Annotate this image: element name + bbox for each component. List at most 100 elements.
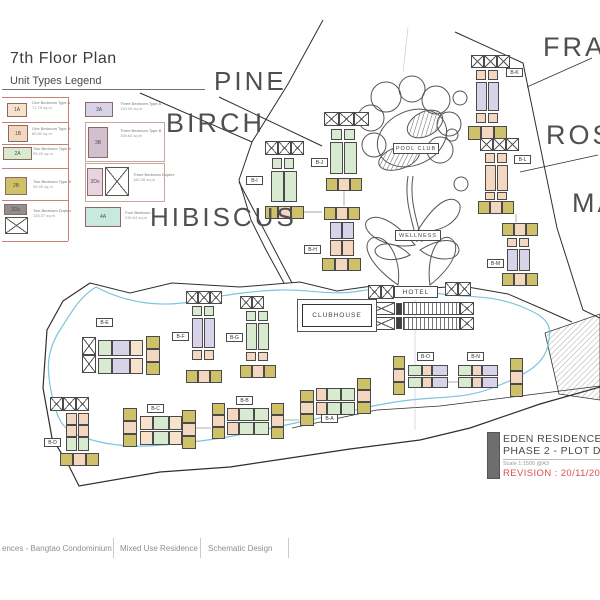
footer-stage: Schematic Design bbox=[208, 544, 273, 553]
unit-cell-1B bbox=[476, 70, 486, 80]
unit-cell-2B bbox=[182, 410, 196, 423]
unit-cell-1A bbox=[169, 431, 182, 445]
unit-cell-2A bbox=[246, 311, 256, 321]
unit-cell-1B bbox=[123, 421, 137, 434]
unit-cell-X bbox=[291, 141, 304, 155]
unit-cell-X bbox=[506, 138, 519, 151]
unit-cell-1B bbox=[66, 413, 77, 425]
unit-cell-1B bbox=[485, 192, 495, 200]
unit-cell-1B bbox=[422, 365, 432, 376]
unit-cell-2B bbox=[182, 436, 196, 449]
unit-cell-X bbox=[82, 355, 96, 373]
building-label-b-e: B-E bbox=[96, 318, 113, 327]
unit-cell-2A bbox=[271, 171, 284, 202]
unit-cell-X bbox=[493, 138, 506, 151]
unit-cell-2B bbox=[264, 365, 276, 378]
unit-cell-2B bbox=[240, 365, 252, 378]
unit-cell-1B bbox=[507, 238, 517, 247]
unit-cell-1B bbox=[510, 371, 523, 384]
unit-cell-3A bbox=[482, 365, 498, 376]
unit-cell-3A bbox=[112, 340, 130, 356]
unit-cell-2A bbox=[327, 388, 341, 401]
unit-cell-X bbox=[445, 282, 458, 296]
unit-cell-1B bbox=[338, 178, 350, 191]
unit-cell-1B bbox=[78, 413, 89, 425]
unit-cell-1B bbox=[78, 425, 89, 437]
clubhouse-label: CLUBHOUSE bbox=[302, 304, 372, 327]
unit-cell-3A bbox=[432, 377, 448, 388]
project-name: EDEN RESIDENCES bbox=[503, 433, 600, 445]
unit-cell-X bbox=[278, 141, 291, 155]
building-label-b-j: B-J bbox=[311, 158, 328, 167]
unit-cell-2A bbox=[341, 388, 355, 401]
unit-cell-2B bbox=[212, 427, 225, 439]
unit-cell-X bbox=[50, 397, 63, 411]
area-label-birch: BIRCH bbox=[166, 108, 266, 138]
unit-cell-1B bbox=[335, 258, 348, 271]
unit-cell-1B bbox=[514, 223, 526, 236]
unit-cell-2A bbox=[192, 306, 202, 316]
unit-cell-X bbox=[198, 291, 210, 304]
legend-swatch-1a: 1A bbox=[7, 103, 27, 117]
unit-cell-2A bbox=[204, 306, 214, 316]
unit-cell-1B bbox=[342, 240, 354, 256]
building-label-b-a: B-A bbox=[321, 414, 338, 423]
unit-cell-X bbox=[354, 112, 369, 126]
unit-cell-2B bbox=[186, 370, 198, 383]
building-label-b-l: B-L bbox=[514, 155, 531, 164]
unit-cell-X bbox=[460, 302, 474, 315]
unit-cell-1A bbox=[169, 416, 182, 430]
unit-cell-X bbox=[381, 285, 394, 299]
unit-cell-X bbox=[240, 296, 252, 309]
unit-cell-Xv bbox=[403, 317, 460, 330]
unit-cell-2B bbox=[300, 390, 314, 402]
unit-cell-2B bbox=[326, 178, 338, 191]
unit-cell-2B bbox=[210, 370, 222, 383]
unit-cell-1B bbox=[258, 352, 268, 361]
footer-divider bbox=[288, 538, 289, 558]
legend-row-box bbox=[85, 122, 165, 162]
title-block-divider bbox=[503, 459, 600, 460]
unit-cell-X bbox=[368, 285, 381, 299]
unit-cell-2A bbox=[258, 323, 269, 350]
legend-swatch-2b: 2B bbox=[5, 177, 27, 195]
unit-cell-X bbox=[76, 397, 89, 411]
footer-divider bbox=[200, 538, 201, 558]
unit-cell-3A bbox=[482, 377, 498, 388]
building-label-b-g: B-G bbox=[226, 333, 243, 342]
area-label-pine: PINE bbox=[214, 66, 287, 96]
unit-cell-2B bbox=[324, 207, 336, 220]
unit-cell-2B bbox=[357, 402, 371, 414]
unit-cell-2A bbox=[246, 323, 257, 350]
building-label-b-f: B-F bbox=[172, 332, 189, 341]
unit-cell-3A bbox=[488, 82, 499, 111]
building-label-b-b: B-B bbox=[236, 396, 253, 405]
unit-cell-2B bbox=[510, 358, 523, 371]
unit-cell-2B bbox=[212, 403, 225, 415]
unit-cell-2B bbox=[502, 273, 514, 286]
legend-swatch-3b: 3B bbox=[88, 127, 108, 158]
unit-cell-2A bbox=[78, 437, 89, 451]
unit-cell-1B bbox=[182, 423, 196, 436]
unit-cell-1B bbox=[490, 201, 502, 214]
unit-cell-1B bbox=[146, 349, 160, 362]
unit-cell-2A bbox=[344, 129, 355, 140]
unit-cell-2A bbox=[330, 142, 343, 174]
unit-cell-2A bbox=[458, 377, 472, 388]
facility-label-hotel: HOTEL bbox=[394, 286, 438, 298]
unit-cell-X bbox=[471, 55, 484, 68]
unit-cell-2B bbox=[348, 207, 360, 220]
area-label-ma: MA bbox=[572, 188, 600, 218]
unit-cell-X bbox=[265, 141, 278, 155]
unit-cell-1A bbox=[140, 416, 153, 430]
unit-cell-1B bbox=[472, 377, 482, 388]
unit-cell-X bbox=[497, 55, 510, 68]
unit-cell-3A bbox=[192, 318, 203, 348]
